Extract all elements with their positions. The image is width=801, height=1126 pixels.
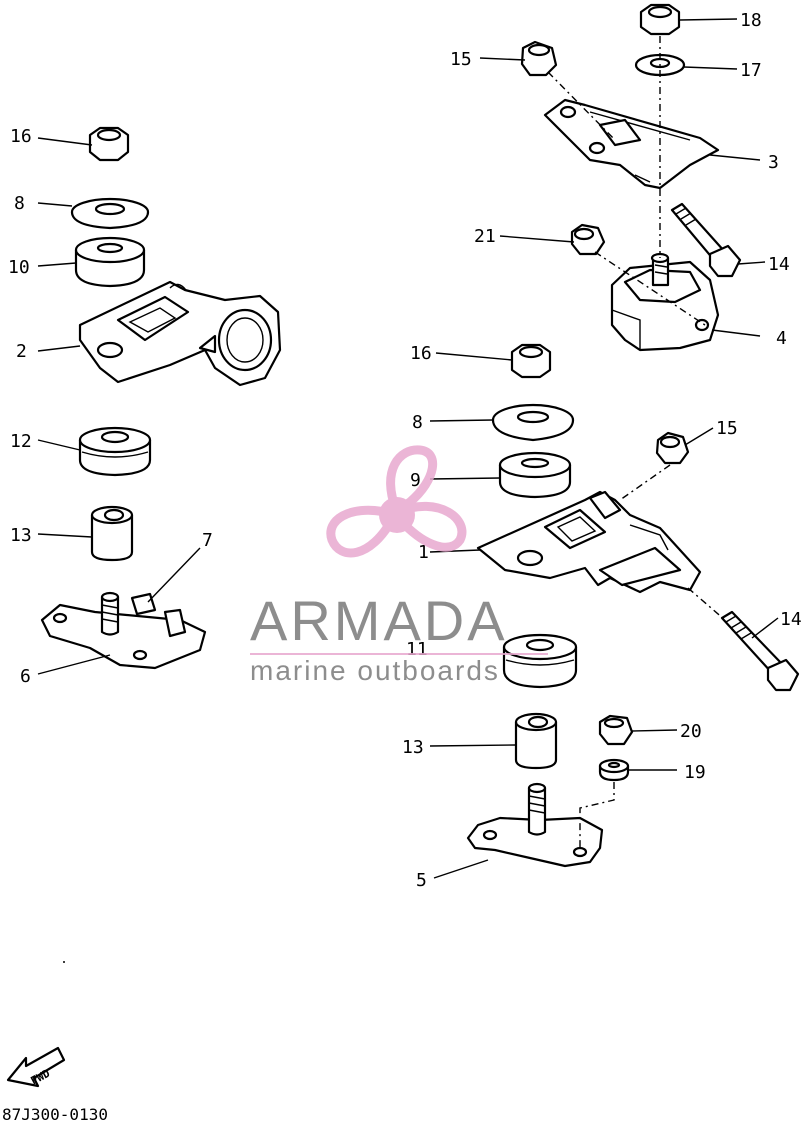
part-14-bolt-lower <box>720 610 800 692</box>
callout-5: 5 <box>416 870 427 891</box>
callout-8-left: 8 <box>14 193 25 214</box>
part-9-rubber <box>498 451 572 499</box>
propeller-logo-icon <box>326 445 467 558</box>
callout-13-left: 13 <box>10 525 32 546</box>
part-13-collar-left <box>90 505 134 562</box>
callout-1: 1 <box>418 542 429 563</box>
callout-19: 19 <box>684 762 706 783</box>
callout-21: 21 <box>474 226 496 247</box>
leader-lines <box>37 18 779 879</box>
callout-18: 18 <box>740 10 762 31</box>
part-2-bracket-left <box>78 280 282 387</box>
part-8-washer-left <box>70 197 150 230</box>
callout-15-right: 15 <box>716 418 738 439</box>
part-3-bracket <box>543 98 720 190</box>
part-14-bolt-top <box>670 202 742 278</box>
watermark-tagline: marine outboards <box>250 655 500 686</box>
part-13-collar-right <box>514 712 558 770</box>
callout-4: 4 <box>776 328 787 349</box>
part-8-washer-right <box>491 403 575 442</box>
callout-13-right: 13 <box>402 737 424 758</box>
callout-9: 9 <box>410 470 421 491</box>
callout-3: 3 <box>768 152 779 173</box>
part-18-nut <box>639 3 681 36</box>
part-12-grommet-left <box>78 426 152 477</box>
part-16-nut-left <box>88 126 130 162</box>
part-6-plate-left <box>40 591 207 670</box>
callout-14-lower: 14 <box>780 609 801 630</box>
watermark-brand: ARMADA <box>250 589 508 652</box>
callout-6: 6 <box>20 666 31 687</box>
callout-20: 20 <box>680 721 702 742</box>
part-20-nut <box>598 714 634 746</box>
part-16-nut-right <box>510 343 552 379</box>
callout-15-top: 15 <box>450 49 472 70</box>
callout-7: 7 <box>202 530 213 551</box>
callout-10: 10 <box>8 257 30 278</box>
part-10-rubber-left <box>74 236 146 288</box>
callout-14-top: 14 <box>768 254 790 275</box>
callout-8-right: 8 <box>412 412 423 433</box>
part-4-mount <box>610 252 720 352</box>
part-11-grommet <box>502 633 578 689</box>
callout-17: 17 <box>740 60 762 81</box>
watermark: ARMADA marine outboards <box>250 445 548 686</box>
part-19-washer <box>598 758 630 782</box>
part-1-bracket <box>476 490 702 594</box>
callout-16-right: 16 <box>410 343 432 364</box>
part-15-nut-top <box>520 40 558 77</box>
part-5-plate <box>466 782 604 868</box>
callout-16-left: 16 <box>10 126 32 147</box>
part-21-nut <box>570 223 606 256</box>
diagram-code: 87J300-0130 <box>2 1105 108 1124</box>
callouts: 16 8 10 2 12 13 7 6 18 15 17 3 21 14 4 1… <box>8 10 801 891</box>
callout-2: 2 <box>16 341 27 362</box>
fwd-arrow-icon: FWD <box>6 1046 66 1088</box>
callout-12: 12 <box>10 431 32 452</box>
part-15-nut-right <box>655 431 690 465</box>
